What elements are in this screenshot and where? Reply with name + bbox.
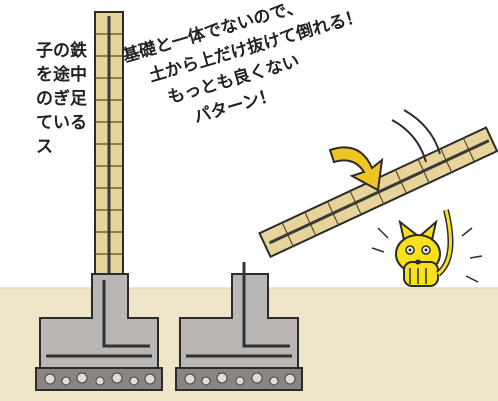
rebar-stub xyxy=(242,262,290,348)
empty-foundation xyxy=(175,262,303,391)
left-text: 子の鉄 を途中 のぎ足 ている ス xyxy=(36,40,87,157)
rebar-fallen xyxy=(268,139,490,245)
rebar-l xyxy=(102,280,150,348)
left-text-line: を途中 xyxy=(36,64,87,85)
left-text-line: ている xyxy=(36,113,87,133)
falling-wall xyxy=(258,126,498,259)
left-text-line: ス xyxy=(36,137,53,157)
left-text-line: 子の鉄 xyxy=(36,40,87,61)
callout-text: 基礎と一体でないので、 土から上だけ抜けて倒れる！ もっとも良くない パターン！ xyxy=(119,0,365,128)
standing-wall xyxy=(35,11,163,391)
motion-lines-icon xyxy=(391,109,441,163)
curved-arrow-icon xyxy=(328,146,384,192)
cat-icon xyxy=(395,209,454,287)
shock-burst-icon xyxy=(371,227,483,283)
left-text-line: のぎ足 xyxy=(36,88,87,109)
